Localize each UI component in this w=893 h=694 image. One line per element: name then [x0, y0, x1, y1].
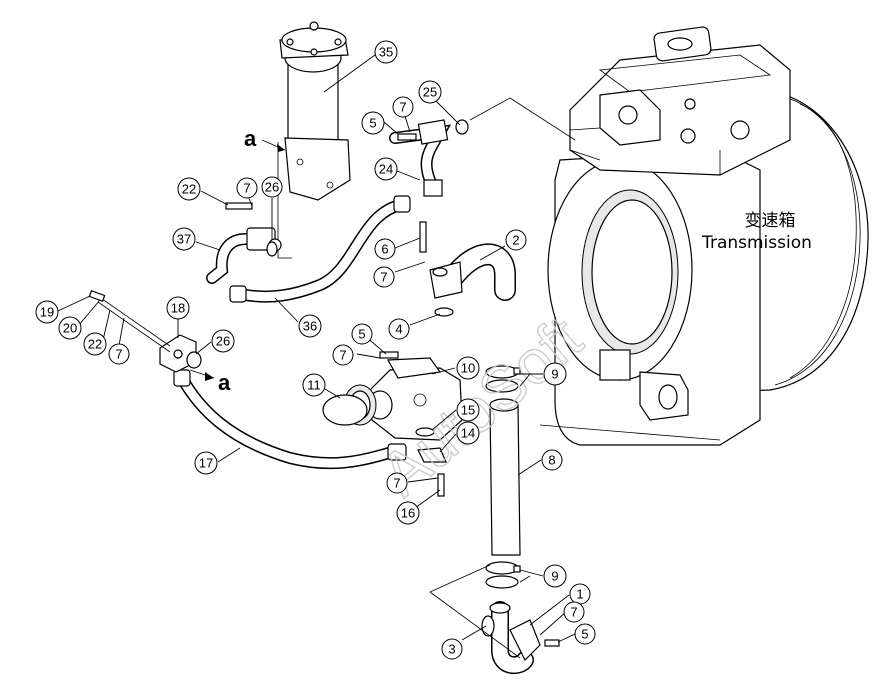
marker-a-bottom: a: [189, 369, 231, 395]
svg-text:20: 20: [63, 321, 77, 336]
callout-35: 35: [374, 40, 398, 64]
callout-26: 26: [261, 176, 283, 198]
svg-text:3: 3: [448, 642, 455, 657]
svg-text:25: 25: [423, 85, 437, 100]
svg-text:9: 9: [551, 569, 558, 584]
svg-text:8: 8: [548, 453, 555, 468]
pump-10: [343, 357, 463, 441]
svg-text:35: 35: [379, 45, 393, 60]
callouts: 35 5 7 25 24 22 7 26 37 6 2 7 36 4 19 18…: [35, 40, 596, 660]
callout-20: 20: [58, 316, 82, 340]
callout-7: 7: [563, 601, 585, 623]
callout-2: 2: [505, 229, 527, 251]
callout-7: 7: [386, 472, 408, 494]
callout-4: 4: [388, 318, 410, 340]
callout-7: 7: [373, 266, 395, 288]
callout-25: 25: [418, 80, 442, 104]
transmission-label-zh: 变速箱: [745, 211, 796, 231]
callout-5: 5: [361, 111, 385, 135]
callout-16: 16: [396, 501, 420, 525]
callout-5: 5: [351, 323, 373, 345]
svg-text:7: 7: [115, 347, 122, 362]
svg-text:7: 7: [339, 348, 346, 363]
svg-text:11: 11: [307, 378, 321, 393]
callout-26: 26: [211, 329, 235, 353]
callout-9: 9: [543, 564, 567, 588]
svg-text:6: 6: [381, 242, 388, 257]
callout-15: 15: [456, 398, 480, 422]
callout-18: 18: [166, 296, 190, 320]
svg-text:37: 37: [177, 232, 191, 247]
hose-36: [229, 195, 411, 303]
callout-9: 9: [543, 362, 567, 386]
hose-17: [173, 369, 407, 470]
svg-text:19: 19: [40, 305, 54, 320]
svg-text:22: 22: [182, 182, 196, 197]
svg-text:26: 26: [216, 334, 230, 349]
clamps-9-upper: [485, 365, 521, 393]
svg-text:7: 7: [399, 100, 406, 115]
callout-8: 8: [541, 449, 563, 471]
callout-7: 7: [332, 344, 354, 366]
callout-37: 37: [172, 227, 196, 251]
svg-text:18: 18: [171, 301, 185, 316]
svg-text:4: 4: [395, 322, 402, 337]
svg-text:7: 7: [380, 270, 387, 285]
svg-text:26: 26: [265, 180, 279, 195]
callout-22: 22: [177, 177, 201, 201]
svg-text:7: 7: [243, 181, 250, 196]
callout-22: 22: [83, 332, 107, 356]
oil-filter-assembly: [277, 21, 351, 259]
callout-1: 1: [569, 583, 591, 605]
svg-text:5: 5: [369, 116, 376, 131]
transmission-housing: 变速箱 Transmission: [469, 26, 869, 446]
marker-a-bottom-text: a: [218, 370, 231, 395]
marker-a-top-text: a: [244, 126, 257, 151]
svg-text:16: 16: [401, 506, 415, 521]
tube-8: [489, 398, 521, 556]
svg-text:36: 36: [303, 319, 317, 334]
marker-a-top: a: [244, 126, 286, 152]
clamps-9-lower: [485, 561, 521, 589]
callout-24: 24: [374, 157, 398, 181]
small-parts: [88, 119, 560, 647]
svg-text:5: 5: [581, 627, 588, 642]
svg-text:22: 22: [88, 337, 102, 352]
svg-text:7: 7: [393, 476, 400, 491]
svg-text:15: 15: [461, 403, 475, 418]
callout-17: 17: [194, 451, 218, 475]
transmission-label-en: Transmission: [701, 233, 812, 253]
callout-36: 36: [298, 314, 322, 338]
elbow-2: [429, 243, 516, 301]
callout-3: 3: [441, 638, 463, 660]
svg-text:10: 10: [461, 361, 475, 376]
callout-7: 7: [392, 96, 414, 118]
svg-text:17: 17: [199, 456, 213, 471]
pipe-24: [389, 119, 452, 197]
callout-19: 19: [35, 300, 59, 324]
svg-text:24: 24: [379, 162, 393, 177]
callout-11: 11: [302, 373, 326, 397]
svg-text:14: 14: [461, 426, 475, 441]
svg-text:7: 7: [570, 605, 577, 620]
callout-7: 7: [236, 177, 258, 199]
svg-text:1: 1: [576, 587, 583, 602]
callout-10: 10: [456, 356, 480, 380]
svg-text:5: 5: [358, 327, 365, 342]
elbow-1: [429, 564, 541, 675]
callout-7: 7: [108, 343, 130, 365]
svg-text:9: 9: [551, 367, 558, 382]
callout-6: 6: [374, 238, 396, 260]
callout-5: 5: [574, 623, 596, 645]
svg-text:2: 2: [512, 233, 519, 248]
callout-14: 14: [456, 421, 480, 445]
